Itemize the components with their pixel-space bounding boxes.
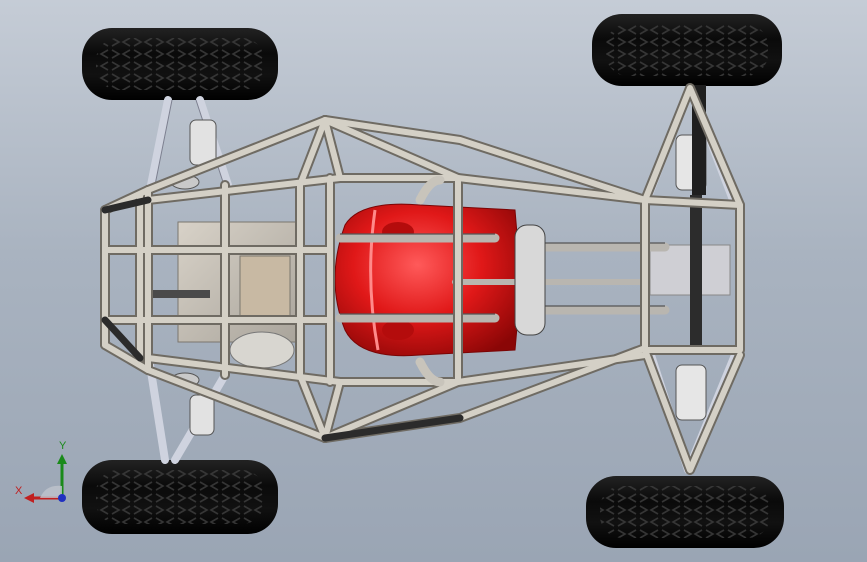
tire-front-left (82, 28, 278, 100)
tube-frame-highlight (102, 85, 743, 473)
tire-rear-right (586, 476, 784, 548)
tire-rear-left (592, 14, 782, 86)
coordinate-triad: Y X (10, 440, 80, 510)
dark-frame-members (101, 196, 464, 442)
z-axis-origin (58, 494, 66, 502)
rear-axle (690, 195, 702, 345)
tire-front-right (82, 460, 278, 534)
triad-graphic (24, 454, 67, 503)
x-axis-label: X (15, 485, 23, 497)
differential (514, 224, 546, 336)
exhaust-pipes (415, 175, 445, 387)
y-axis-label: Y (59, 440, 67, 452)
shaft-edges (340, 233, 665, 315)
